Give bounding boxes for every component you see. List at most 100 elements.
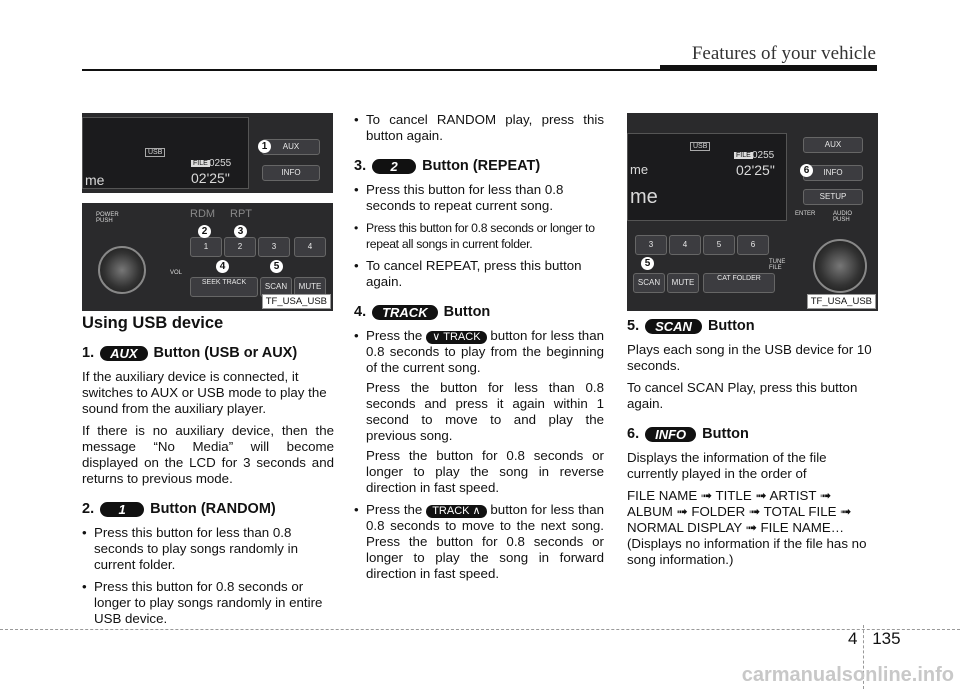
header-title: Features of your vehicle: [691, 43, 876, 64]
column-3: 5. SCAN Button Plays each song in the US…: [627, 318, 879, 574]
left-lcd-top: USB FILE 0255 me 02'25": [82, 117, 249, 189]
list-item: To cancel REPEAT, press this button agai…: [354, 258, 604, 290]
section-title-text: Button (REPEAT): [422, 158, 541, 174]
text: Press the: [366, 502, 423, 517]
scan-badge: SCAN: [645, 318, 702, 334]
text: button for less than 0.8 seconds to move…: [366, 502, 604, 581]
volume-knob[interactable]: [98, 246, 146, 294]
paragraph: If the auxiliary device is connected, it…: [82, 369, 327, 416]
aux-button[interactable]: AUX: [803, 137, 863, 153]
section-6-title: 6. INFO Button: [627, 426, 879, 442]
info-button[interactable]: INFO: [262, 165, 320, 181]
section-1-title: 1. AUX Button (USB or AUX): [82, 345, 334, 361]
lcd-usb-label: USB: [145, 148, 166, 157]
bullet-list: Press this button for less than 0.8 seco…: [354, 182, 604, 290]
power-label: POWER PUSH: [96, 212, 119, 224]
button-2-badge: 2: [372, 158, 417, 174]
button-1-badge: 1: [100, 501, 145, 517]
preset-5-button[interactable]: 5: [703, 235, 735, 255]
preset-1-button[interactable]: 1: [190, 237, 222, 257]
page-number-divider: [863, 625, 865, 689]
mute-button[interactable]: MUTE: [667, 273, 699, 293]
audio-label: AUDIO PUSH: [833, 211, 853, 223]
info-button[interactable]: INFO: [803, 165, 863, 181]
section-3-title: 3. 2 Button (REPEAT): [354, 158, 604, 174]
preset-3-button[interactable]: 3: [635, 235, 667, 255]
bullet-list: To cancel RANDOM play, press this button…: [354, 112, 604, 144]
section-2-title: 2. 1 Button (RANDOM): [82, 501, 334, 517]
callout-3: 3: [234, 225, 247, 238]
paragraph: To cancel SCAN Play, press this button a…: [627, 380, 858, 411]
section-4-title: 4. TRACK Button: [354, 304, 604, 320]
paragraph: Plays each song in the USB device for 10…: [627, 342, 872, 373]
section-title-text: Button: [707, 318, 755, 334]
text: button for less than 0.8 seconds to play…: [366, 328, 604, 375]
list-item: Press the TRACK∧ button for less than 0.…: [354, 502, 604, 582]
section-number: 6.: [627, 426, 640, 442]
section-number: 4.: [354, 304, 367, 320]
section-5-title: 5. SCAN Button: [627, 318, 879, 334]
cat-folder-button[interactable]: CAT FOLDER: [703, 273, 775, 293]
tune-label: TUNE FILE: [769, 259, 786, 271]
callout-5: 5: [641, 257, 654, 270]
preset-2-button[interactable]: 2: [224, 237, 256, 257]
setup-button[interactable]: SETUP: [803, 189, 863, 205]
track-up-badge: TRACK∧: [426, 505, 487, 518]
paragraph: FILE NAME ➟ TITLE ➟ ARTIST ➟ ALBUM ➟ FOL…: [627, 488, 867, 567]
lcd-song-name-large: me: [630, 186, 658, 208]
paragraph: Displays the information of the file cur…: [627, 450, 827, 481]
lcd-file-number: 0255: [209, 158, 232, 169]
tune-knob[interactable]: [813, 239, 867, 293]
preset-3-button[interactable]: 3: [258, 237, 290, 257]
track-down-badge: ∨TRACK: [426, 331, 487, 344]
column-2: To cancel RANDOM play, press this button…: [354, 112, 604, 588]
list-item: Press this button for less than 0.8 seco…: [354, 182, 604, 214]
callout-6: 6: [800, 164, 813, 177]
list-item: Press this button for 0.8 seconds or lon…: [82, 579, 334, 627]
list-item: To cancel RANDOM play, press this button…: [354, 112, 604, 144]
seek-track-button[interactable]: SEEK TRACK: [190, 277, 258, 297]
section-heading: Using USB device: [82, 314, 224, 332]
rdm-label: RDM: [190, 208, 216, 220]
preset-6-button[interactable]: 6: [737, 235, 769, 255]
callout-4: 4: [216, 260, 229, 273]
chevron-up-icon: ∧: [472, 505, 481, 517]
bullet-list: Press the ∨TRACK button for less than 0.…: [354, 328, 604, 582]
section-number: 3.: [354, 158, 367, 174]
page-number: 4 135: [848, 625, 901, 689]
page-number-value: 135: [872, 629, 901, 648]
right-lcd: USB FILE 0255 me 02'25" me: [627, 133, 787, 221]
preset-4-button[interactable]: 4: [669, 235, 701, 255]
lcd-file-label: FILE: [191, 160, 210, 167]
section-number: 2.: [82, 501, 95, 517]
scan-button[interactable]: SCAN: [633, 273, 665, 293]
header-rule: [82, 69, 877, 71]
watermark: carmanualsonline.info: [741, 664, 954, 686]
footer-rule: [0, 629, 960, 630]
header-accent-bar: [660, 65, 877, 71]
left-usb-panel-photo: USB FILE 0255 me 02'25" AUX INFO POWER P…: [82, 113, 333, 311]
list-item: Press this button for less than 0.8 seco…: [82, 525, 334, 573]
info-badge: INFO: [645, 426, 697, 442]
aux-badge: AUX: [100, 345, 148, 361]
chapter-number: 4: [848, 629, 858, 648]
lcd-file-number: 0255: [752, 150, 775, 161]
lcd-usb-label: USB: [690, 142, 711, 151]
list-item: Press the ∨TRACK button for less than 0.…: [354, 328, 604, 496]
sub-paragraph: Press the button for 0.8 seconds or long…: [366, 448, 604, 495]
lcd-song-name: me: [630, 162, 649, 177]
vol-label: VOL: [170, 270, 183, 276]
callout-2: 2: [198, 225, 211, 238]
image-caption: TF_USA_USB: [261, 294, 331, 309]
paragraph: If there is no auxiliary device, then th…: [82, 423, 334, 486]
badge-label: TRACK: [443, 331, 481, 343]
preset-4-button[interactable]: 4: [294, 237, 326, 257]
column-1: Using USB device 1. AUX Button (USB or A…: [82, 315, 334, 633]
section-title-text: Button: [443, 304, 491, 320]
photo-gap: [82, 193, 333, 203]
bullet-list: Press this button for less than 0.8 seco…: [82, 525, 334, 627]
right-usb-panel-photo: USB FILE 0255 me 02'25" me AUX INFO SETU…: [627, 113, 878, 311]
callout-1: 1: [258, 140, 271, 153]
track-badge: TRACK: [372, 304, 438, 320]
section-title-text: Button: [702, 426, 749, 442]
